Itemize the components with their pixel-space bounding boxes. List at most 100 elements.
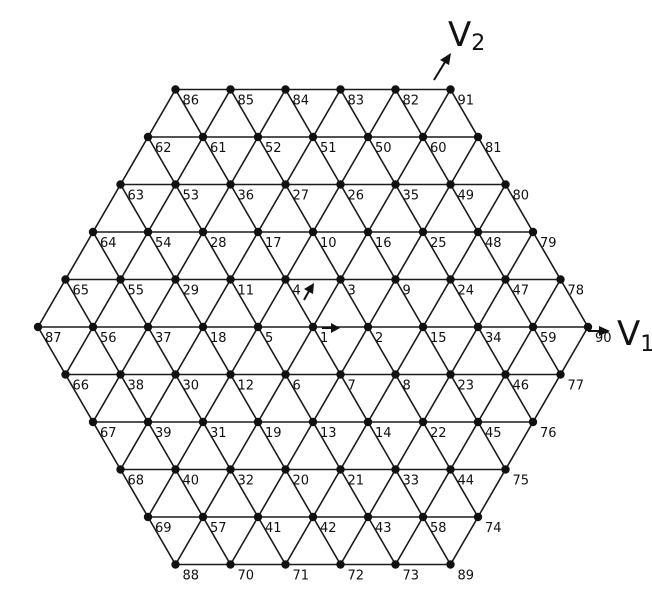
node-label: 52 (265, 141, 282, 156)
lattice-edge (257, 373, 287, 423)
lattice-edge (119, 373, 149, 423)
lattice-node (198, 417, 208, 427)
lattice-node (473, 132, 483, 142)
lattice-node (473, 227, 483, 237)
lattice-node (446, 85, 455, 94)
node-label: 25 (430, 236, 447, 251)
lattice-edge (37, 278, 67, 328)
node-label: 54 (155, 236, 172, 251)
lattice-edge (202, 326, 232, 376)
lattice-node (198, 322, 208, 332)
lattice-node (473, 322, 483, 332)
node-label: 28 (210, 236, 227, 251)
lattice-edge (147, 231, 177, 281)
lattice-edge (284, 231, 314, 281)
lattice-edge (449, 373, 479, 423)
lattice-edge (477, 326, 507, 376)
lattice-node (143, 322, 153, 332)
lattice-edge (202, 421, 232, 471)
lattice-edge (504, 183, 534, 233)
lattice-node (253, 132, 263, 142)
lattice-edge (532, 373, 562, 423)
lattice-edge (257, 516, 287, 566)
lattice-node (336, 560, 345, 569)
node-label: 47 (513, 284, 530, 299)
lattice-node (418, 417, 428, 427)
lattice-edge (174, 183, 204, 233)
lattice-node (253, 417, 263, 427)
lattice-edge (394, 516, 424, 566)
node-label: 42 (320, 521, 337, 536)
node-label: 67 (100, 426, 117, 441)
lattice-edge (119, 183, 149, 233)
lattice-edge (449, 231, 479, 281)
lattice-edge (422, 88, 452, 138)
lattice-node (226, 275, 235, 284)
node-label: 39 (155, 426, 172, 441)
lattice-edge (229, 183, 259, 233)
lattice-node (116, 275, 125, 284)
lattice-node (391, 465, 400, 474)
node-label: 69 (155, 521, 172, 536)
lattice-edge (367, 326, 397, 376)
node-label: 88 (183, 569, 200, 584)
node-label: 81 (485, 141, 502, 156)
lattice-edge (449, 421, 479, 471)
lattice-edge (449, 468, 479, 518)
lattice-edge (284, 468, 314, 518)
lattice-node (391, 275, 400, 284)
node-label: 14 (375, 426, 392, 441)
lattice-edge (394, 326, 424, 376)
lattice-edge (202, 516, 232, 566)
lattice-edge (92, 231, 122, 281)
node-label: 86 (183, 94, 200, 109)
lattice-node (116, 180, 125, 189)
lattice-edge (312, 183, 342, 233)
lattice-node (88, 322, 98, 332)
lattice-edge (339, 231, 369, 281)
lattice-edge (339, 183, 369, 233)
lattice-node (446, 560, 455, 569)
node-label: 9 (403, 284, 411, 299)
lattice-node (171, 560, 180, 569)
node-label: 91 (458, 94, 475, 109)
lattice-node (281, 370, 290, 379)
lattice-node (308, 417, 318, 427)
lattice-edge (119, 326, 149, 376)
lattice-edge (394, 231, 424, 281)
lattice-node (171, 180, 180, 189)
node-label: 53 (183, 189, 200, 204)
lattice-edge (284, 516, 314, 566)
lattice-node (391, 85, 400, 94)
lattice-edge (394, 468, 424, 518)
lattice-node (336, 465, 345, 474)
lattice-node (528, 322, 538, 332)
lattice-node (281, 180, 290, 189)
lattice-edge (477, 421, 507, 471)
lattice-node (226, 560, 235, 569)
lattice-node (226, 465, 235, 474)
lattice-node (281, 465, 290, 474)
lattice-node (281, 275, 290, 284)
node-label: 8 (403, 379, 411, 394)
lattice-edge (367, 183, 397, 233)
lattice-edge (504, 373, 534, 423)
node-label: 16 (375, 236, 392, 251)
lattice-edge (284, 326, 314, 376)
lattice-edge (257, 136, 287, 186)
lattice-edge (477, 183, 507, 233)
lattice-edges (37, 88, 589, 566)
lattice-node (88, 417, 98, 427)
node-label: 17 (265, 236, 282, 251)
lattice-node (446, 370, 455, 379)
node-label: 6 (293, 379, 301, 394)
lattice-edge (559, 326, 589, 376)
lattice-edge (147, 136, 177, 186)
lattice-edge (394, 373, 424, 423)
lattice-edge (339, 136, 369, 186)
lattice-edge (92, 326, 122, 376)
lattice-edge (312, 468, 342, 518)
lattice-node (391, 370, 400, 379)
lattice-edge (449, 326, 479, 376)
node-label: 63 (128, 189, 145, 204)
